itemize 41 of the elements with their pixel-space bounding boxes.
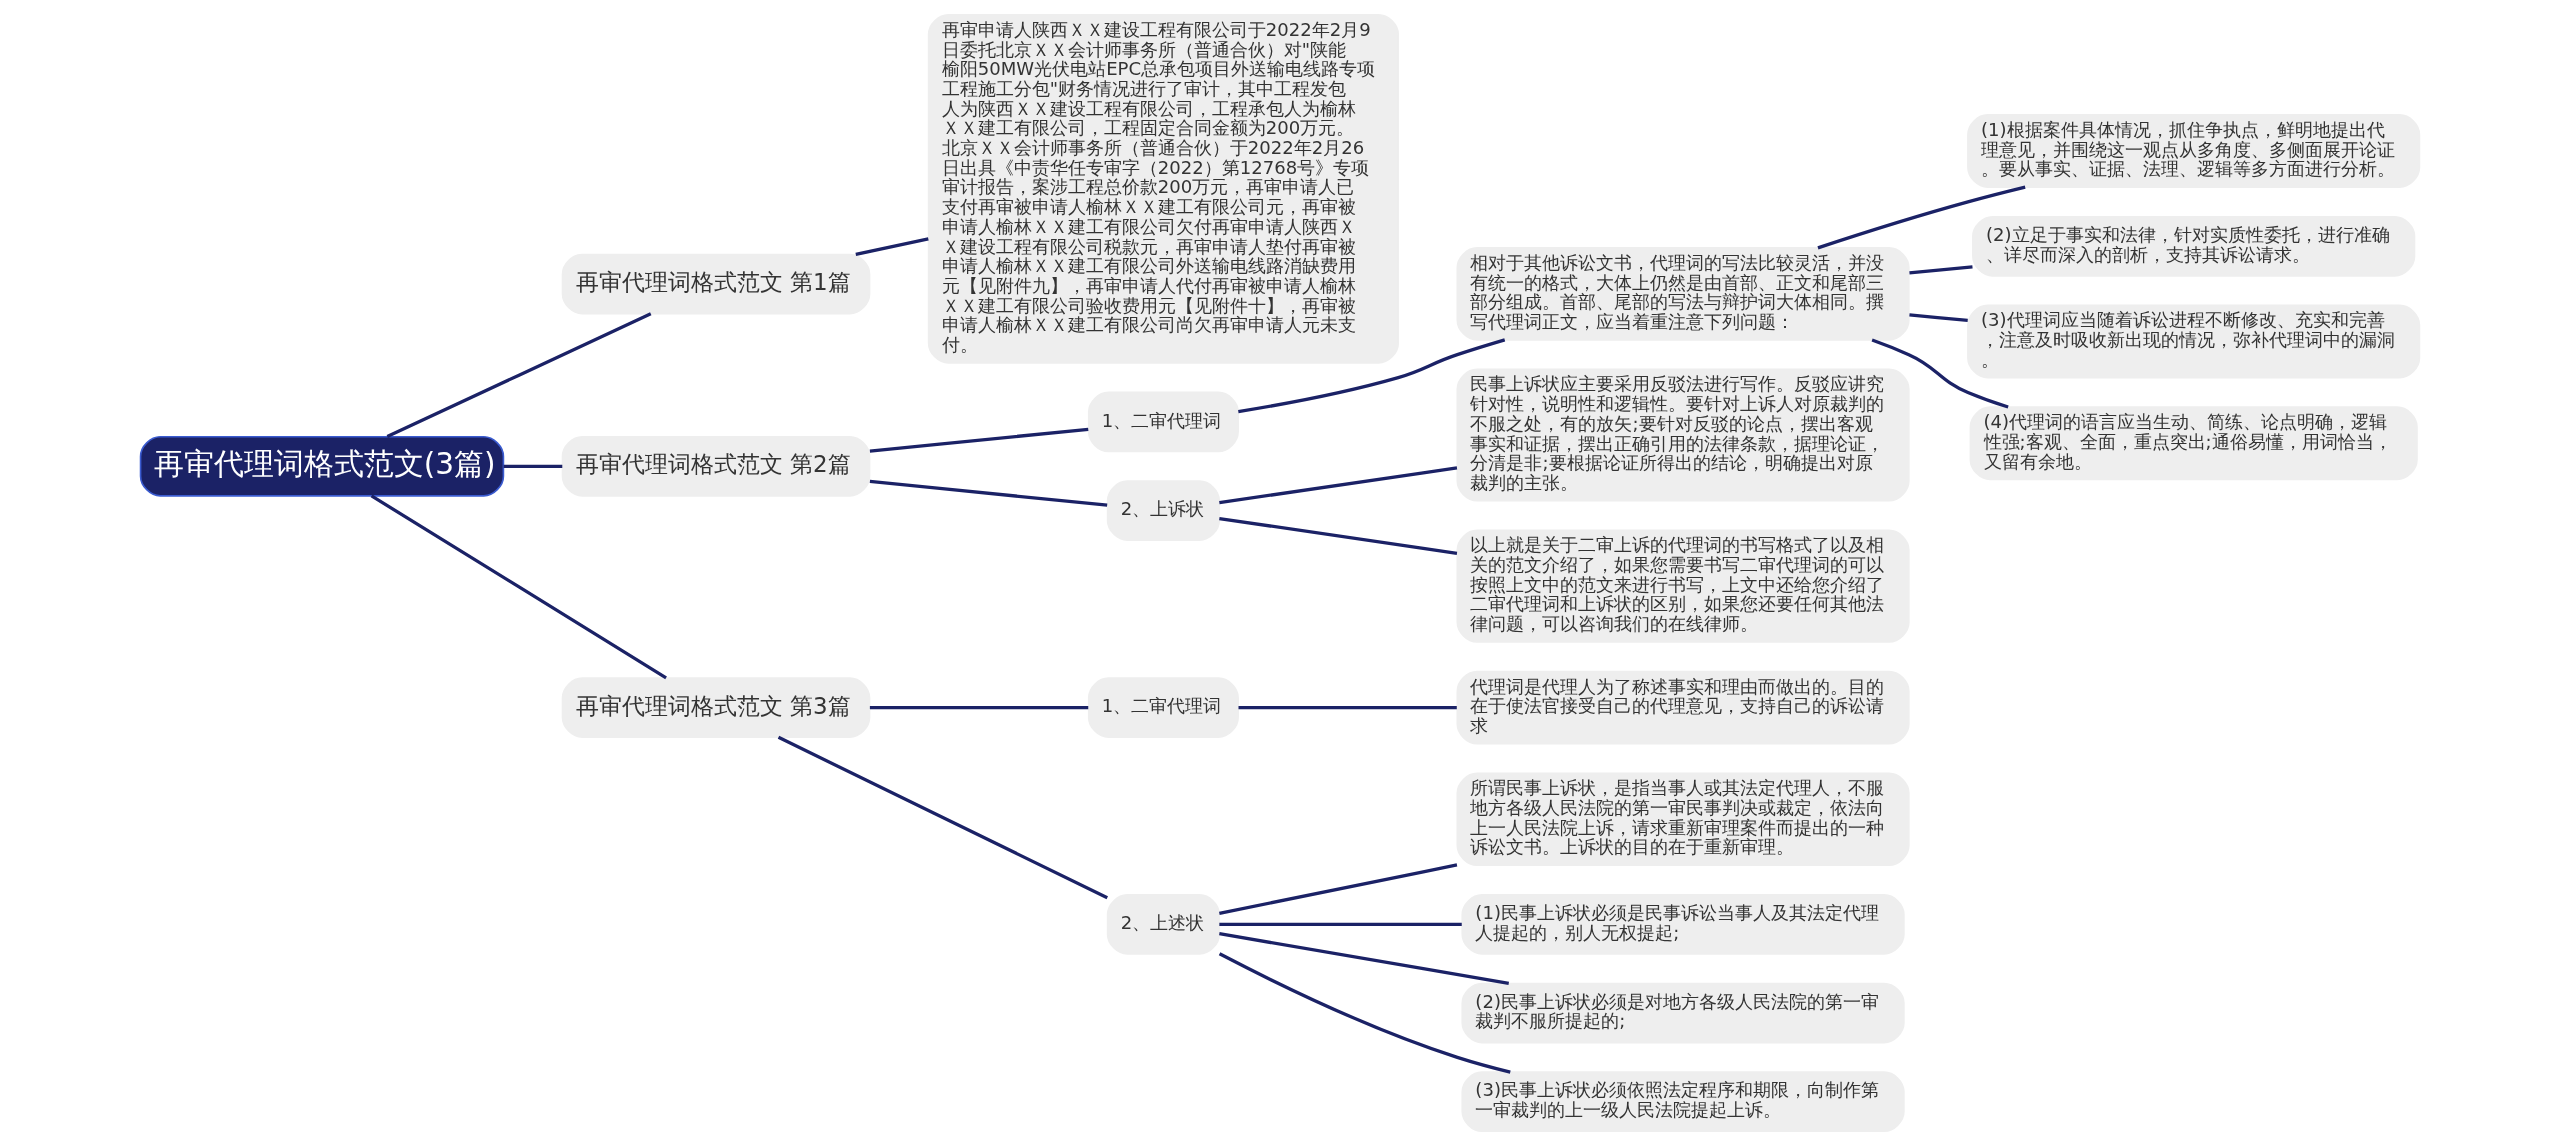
connector <box>1238 338 1506 414</box>
node-box: 1、二审代理词 <box>1087 677 1239 738</box>
connector <box>869 706 1089 710</box>
connector <box>1817 185 2026 250</box>
node-box: 以上就是关于二审上诉的代理词的书写格式了以及相关的范文介绍了，如果您需要书写二审代理词的可以按照上文中的范文来进行书写，上文中还给您介绍了二审代理词和上诉状的区别，如果您还要任何其他法律问题，可以咨询我们的在线律师。 <box>1456 529 1910 643</box>
connector <box>1219 863 1458 915</box>
connector <box>1909 313 1968 323</box>
connector <box>1219 466 1458 505</box>
connector <box>1871 338 2009 409</box>
connector <box>869 479 1108 507</box>
node-box: 再审代理词格式范文 第3篇 <box>561 677 871 738</box>
node-box: 代理词是代理人为了称述事实和理由而做出的。目的在于使法官接受自己的代理意见，支持自己的诉讼请求 <box>1456 670 1910 745</box>
node-box: (3)代理词应当随着诉讼进程不断修改、充实和完善，注意及时吸收新出现的情况，弥补代理词中的漏洞。 <box>1967 304 2421 379</box>
connector <box>370 494 667 680</box>
connector <box>1238 706 1457 710</box>
node-box: (1)民事上诉状必须是民事诉讼当事人及其法定代理人提起的，别人无权提起; <box>1461 893 1905 955</box>
node-box: 2、上诉状 <box>1106 480 1221 541</box>
node-box: 再审申请人陕西ＸＸ建设工程有限公司于2022年2月9日委托北京ＸＸ会计师事务所（普通合伙）对"陕能榆阳50MW光伏电站EPC总承包项目外送输电线路专项工程施工分包"财务情况进行了审计，其中工程发包人为陕西ＸＸ建设工程有限公司，工程承包人为榆林ＸＸ建工有限公司，工程固定合同金额为200万元。北京ＸＸ会计师事务所（普通合伙）于2022年2月26日出具《中责华任专审字（2022）第12768号》专项审计报告，案涉工程总价款200万元，再审申请人已支付再审被申请人榆林ＸＸ建工有限公司元，再审被申请人榆林ＸＸ建工有限公司欠付再审申请人陕西ＸＸ建设工程有限公司税款元，再审申请人垫付再审被申请人榆林ＸＸ建工有限公司外送输电线路消缺费用元【见附件九】，再审申请人代付再审被申请人榆林ＸＸ建工有限公司验收费用元【见附件十】，再审被申请人榆林ＸＸ建工有限公司尚欠再审申请人元未支付。 <box>927 13 1400 364</box>
node-box: 2、上述状 <box>1106 893 1221 955</box>
connector <box>1219 516 1458 555</box>
node-box: (2)立足于事实和法律，针对实质性委托，进行准确、详尽而深入的剖析，支持其诉讼请求。 <box>1972 215 2416 277</box>
connector <box>386 312 652 439</box>
node-box: 再审代理词格式范文 第1篇 <box>561 253 871 315</box>
node-box: 民事上诉状应主要采用反驳法进行写作。反驳应讲究针对性，说明性和逻辑性。要针对上诉人对原裁判的不服之处，有的放矢;要针对反驳的论点，摆出客观事实和证据，摆出正确引用的法律条款，据理论证，分清是非;要根据论证所得出的结论，明确提出对原裁判的主张。 <box>1456 368 1910 502</box>
connector <box>869 427 1089 453</box>
node-box: 再审代理词格式范文 第2篇 <box>561 435 871 497</box>
node-box: 再审代理词格式范文(3篇) <box>139 435 505 497</box>
node-box: 所谓民事上诉状，是指当事人或其法定代理人，不服地方各级人民法院的第一审民事判决或裁定，依法向上一人民法院上诉，请求重新审理案件而提出的一种诉讼文书。上诉状的目的在于重新审理。 <box>1456 772 1910 867</box>
connector <box>777 735 1108 900</box>
node-box: (2)民事上诉状必须是对地方各级人民法院的第一审裁判不服所提起的; <box>1461 982 1905 1044</box>
connector <box>855 237 929 257</box>
connector <box>1219 922 1462 926</box>
connector <box>1218 952 1511 1074</box>
node-box: (3)民事上诉状必须依照法定程序和期限，向制作第一审裁判的上一级人民法院提起上诉。 <box>1461 1071 1905 1133</box>
connector <box>503 464 563 468</box>
node-box: 相对于其他诉讼文书，代理词的写法比较灵活，并没有统一的格式，大体上仍然是由首部、正文和尾部三部分组成。首部、尾部的写法与辩护词大体相同。撰写代理词正文，应当着重注意下列问题： <box>1456 247 1910 341</box>
connector <box>1909 265 1973 275</box>
node-box: 1、二审代理词 <box>1087 391 1239 453</box>
node-box: (1)根据案件具体情况，抓住争执点，鲜明地提出代理意见，并围绕这一观点从多角度、多侧面展开论证。要从事实、证据、法理、逻辑等多方面进行分析。 <box>1967 114 2421 188</box>
node-box: (4)代理词的语言应当生动、简练、论点明确，逻辑性强;客观、全面，重点突出;通俗易懂，用词恰当，又留有余地。 <box>1969 406 2418 481</box>
connector <box>1219 932 1510 985</box>
